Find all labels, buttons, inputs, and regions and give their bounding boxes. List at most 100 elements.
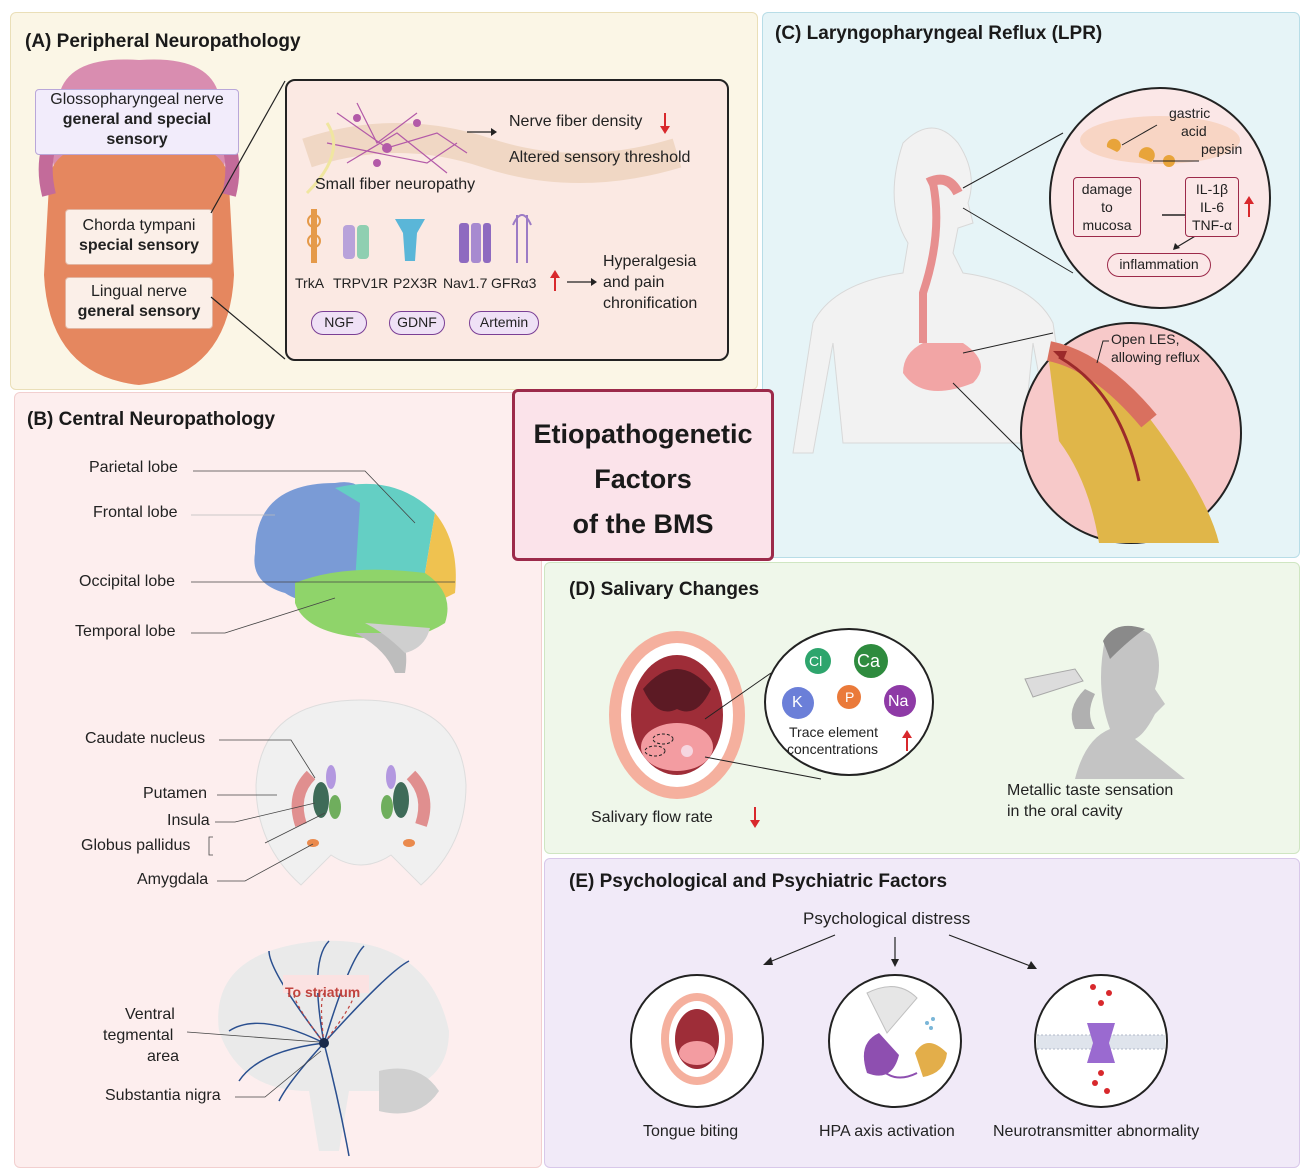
person-tasting-icon bbox=[1024, 625, 1185, 779]
psychological-distress-label: Psychological distress bbox=[803, 909, 971, 928]
globus-pallidus-label: Globus pallidus bbox=[81, 837, 191, 854]
lingual-line2: general sensory bbox=[77, 303, 201, 320]
arrow-to-density bbox=[467, 128, 497, 136]
neurotransmitter-icon bbox=[1034, 974, 1168, 1108]
panel-a-title: (A) Peripheral Neuropathology bbox=[25, 31, 301, 52]
hyperalgesia-line2: and pain bbox=[603, 274, 665, 291]
altered-threshold-label: Altered sensory threshold bbox=[509, 149, 691, 166]
receptor-nav17: Nav1.7 bbox=[443, 275, 488, 291]
insula-label: Insula bbox=[167, 812, 210, 829]
panel-salivary-changes: (D) Salivary Changes Cl Ca K P Na Trace … bbox=[544, 562, 1300, 854]
glosso-line2: general and special bbox=[62, 111, 212, 128]
sagittal-leader-lines bbox=[186, 1031, 322, 1098]
open-mouth-icon bbox=[609, 631, 745, 799]
factor-gdnf: GDNF bbox=[389, 311, 445, 335]
inflammation-pill: inflammation bbox=[1107, 253, 1211, 277]
les-line2: allowing reflux bbox=[1111, 349, 1200, 365]
receptor-trpv1r: TRPV1R bbox=[333, 275, 389, 291]
panel-c-title: (C) Laryngopharyngeal Reflux (LPR) bbox=[775, 23, 1103, 44]
amygdala-label: Amygdala bbox=[137, 871, 209, 888]
center-title-line1: Etiopathogenetic bbox=[533, 419, 753, 449]
cytokine-up-arrow bbox=[1244, 196, 1254, 217]
receptor-gfra3: GFRα3 bbox=[491, 275, 537, 291]
center-title-box: Etiopathogenetic Factors of the BMS bbox=[512, 389, 774, 561]
element-ca: Ca bbox=[857, 651, 881, 671]
temporal-lobe-label: Temporal lobe bbox=[75, 623, 176, 640]
substantia-nigra-label: Substantia nigra bbox=[105, 1087, 221, 1104]
receptor-p2x3r: P2X3R bbox=[393, 275, 438, 291]
lingual-line1: Lingual nerve bbox=[90, 283, 188, 300]
caudate-label: Caudate nucleus bbox=[85, 730, 206, 747]
nav17-receptor-icon bbox=[459, 223, 491, 263]
tongue-biting-icon bbox=[630, 974, 764, 1108]
trace-element-circle bbox=[764, 628, 934, 776]
hpa-axis-icon bbox=[828, 974, 962, 1108]
hyperalgesia-line3: chronification bbox=[603, 295, 698, 312]
chorda-tympani-box: Chorda tympani special sensory bbox=[65, 209, 213, 265]
gastric-acid-line2: acid bbox=[1181, 123, 1207, 139]
tnf-label: TNF-α bbox=[1192, 217, 1232, 233]
les-line1: Open LES, bbox=[1111, 331, 1180, 347]
cytokines-box: IL-1β IL-6 TNF-α bbox=[1185, 177, 1239, 237]
glossopharyngeal-box: Glossopharyngeal nerve general and speci… bbox=[35, 89, 239, 155]
il1-label: IL-1β bbox=[1195, 181, 1229, 197]
lingual-nerve-box: Lingual nerve general sensory bbox=[65, 277, 213, 329]
nerve-fiber-density-label: Nerve fiber density bbox=[509, 113, 643, 130]
vta-line1: Ventral bbox=[125, 1006, 175, 1023]
damage-line2: to bbox=[1101, 199, 1113, 215]
trpv1r-receptor-icon bbox=[343, 225, 369, 259]
element-cl: Cl bbox=[809, 653, 823, 669]
vta-line3: area bbox=[147, 1048, 180, 1065]
chorda-line1: Chorda tympani bbox=[82, 217, 196, 234]
putamen-label: Putamen bbox=[143, 785, 208, 802]
gastric-acid-line1: gastric bbox=[1169, 105, 1211, 121]
arrow-to-hyperalgesia bbox=[567, 278, 597, 286]
hpa-axis-label: HPA axis activation bbox=[819, 1123, 955, 1140]
stomach-zoom-circle bbox=[1020, 322, 1242, 544]
distress-arrows bbox=[763, 934, 1037, 969]
sagittal-brain-icon bbox=[218, 940, 449, 1157]
vta-line2: tegmental bbox=[103, 1027, 174, 1044]
panel-psychological-factors: (E) Psychological and Psychiatric Factor… bbox=[544, 858, 1300, 1168]
throat-zoom-circle bbox=[1049, 87, 1271, 309]
element-na: Na bbox=[888, 693, 909, 710]
il6-label: IL-6 bbox=[1199, 199, 1225, 215]
neurotransmitter-label: Neurotransmitter abnormality bbox=[993, 1123, 1200, 1140]
lateral-brain-icon bbox=[254, 482, 456, 673]
panel-laryngopharyngeal-reflux: (C) Laryngopharyngeal Reflux (LPR) gastr… bbox=[762, 12, 1300, 558]
panel-d-title: (D) Salivary Changes bbox=[569, 579, 760, 600]
gfra3-receptor-icon bbox=[512, 214, 532, 263]
trka-receptor-icon bbox=[307, 209, 321, 263]
panel-e-title: (E) Psychological and Psychiatric Factor… bbox=[569, 871, 948, 892]
damage-to-mucosa-box: damage to mucosa bbox=[1073, 177, 1141, 237]
chorda-line2: special sensory bbox=[78, 237, 200, 254]
lobe-leader-lines bbox=[191, 470, 455, 634]
p2x3r-receptor-icon bbox=[395, 219, 425, 261]
receptor-trka: TrkA bbox=[295, 275, 325, 291]
damage-line1: damage bbox=[1081, 181, 1133, 197]
throat-zoom-lines bbox=[952, 132, 1084, 514]
to-striatum-label: To striatum bbox=[285, 984, 361, 1000]
hyperalgesia-line1: Hyperalgesia bbox=[603, 253, 697, 270]
trace-up-arrow bbox=[902, 730, 912, 751]
density-down-arrow bbox=[660, 113, 670, 134]
receptor-up-arrow bbox=[550, 270, 560, 291]
glosso-line1: Glossopharyngeal nerve bbox=[50, 91, 224, 108]
metallic-line2: in the oral cavity bbox=[1007, 803, 1123, 820]
element-k: K bbox=[792, 694, 803, 711]
factor-ngf: NGF bbox=[311, 311, 367, 335]
small-fiber-neuron-icon bbox=[302, 102, 682, 195]
center-title-line3: of the BMS bbox=[572, 509, 714, 539]
coronal-leader-lines bbox=[208, 739, 326, 882]
element-p: P bbox=[845, 689, 855, 705]
human-body-icon bbox=[792, 127, 1074, 454]
metallic-line1: Metallic taste sensation bbox=[1007, 782, 1174, 799]
receptor-icons bbox=[307, 209, 532, 263]
pepsin-label: pepsin bbox=[1201, 141, 1243, 157]
panel-b-title: (B) Central Neuropathology bbox=[27, 409, 276, 430]
small-fiber-label: Small fiber neuropathy bbox=[315, 176, 476, 193]
panel-peripheral-neuropathology: (A) Peripheral Neuropathology Glossophar… bbox=[10, 12, 758, 390]
trace-zoom-lines bbox=[704, 672, 822, 780]
parietal-lobe-label: Parietal lobe bbox=[89, 459, 178, 476]
zoom-lines bbox=[210, 80, 286, 360]
